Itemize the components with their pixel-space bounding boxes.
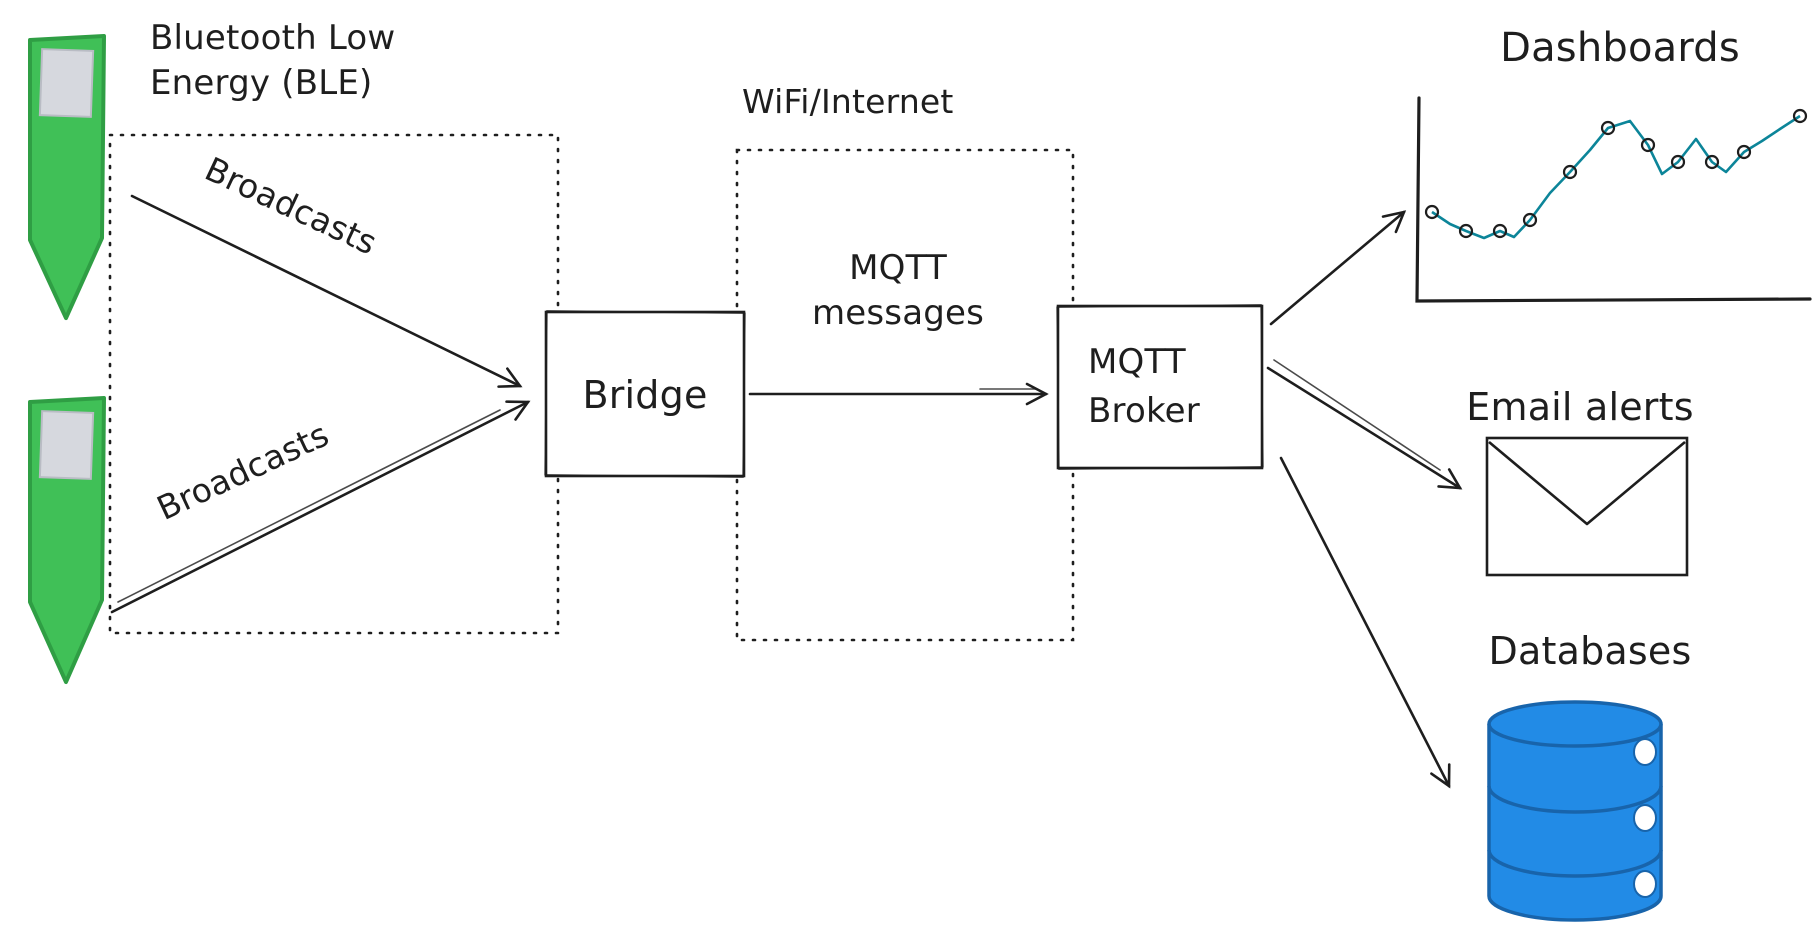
envelope-body: [1485, 436, 1689, 577]
dashboards-label: Dashboards: [1500, 25, 1740, 71]
broadcast-arrow-top: [130, 194, 523, 388]
bridge-node-label: Bridge: [582, 373, 708, 417]
database-dot: [1633, 870, 1657, 898]
chart-axes: [1415, 96, 1812, 303]
wifi-group-label: WiFi/Internet: [742, 82, 954, 121]
ble-group-label: Bluetooth Low Energy (BLE): [150, 18, 396, 103]
chart-point: [1424, 204, 1440, 220]
ble-sensor-icon-2: [28, 396, 106, 684]
chart-point: [1458, 223, 1474, 239]
broker-node-box: [1056, 304, 1264, 470]
sensor-tag-screen: [38, 410, 95, 480]
database-dot: [1633, 804, 1657, 832]
database-divider: [1487, 785, 1663, 814]
bridge-node: [544, 310, 746, 478]
chart-point: [1492, 223, 1508, 239]
broker-to-dashboards-arrow: [1269, 210, 1407, 326]
databases-label: Databases: [1488, 629, 1692, 673]
broadcast-arrow-bottom-echo: [117, 409, 501, 603]
envelope-flap: [1488, 441, 1686, 526]
sensor-tag-screen: [38, 48, 95, 118]
chart-point: [1736, 144, 1752, 160]
broker-node-label: MQTT Broker: [1088, 342, 1200, 432]
chart-data-line: [1431, 114, 1801, 240]
email-alerts-label: Email alerts: [1466, 385, 1694, 429]
chart-point: [1704, 154, 1720, 170]
broker-node-box-echo: [1056, 304, 1264, 470]
chart-point: [1522, 212, 1538, 228]
broker-to-email-arrow-echo: [1273, 359, 1441, 471]
chart-point: [1600, 120, 1616, 136]
database-dot: [1633, 738, 1657, 766]
broadcast-arrow-bottom: [110, 400, 531, 614]
chart-point: [1562, 164, 1578, 180]
broker-to-email-arrow: [1266, 366, 1463, 490]
chart-point: [1640, 137, 1656, 153]
database-top: [1487, 700, 1663, 748]
mqtt-edge-label: MQTT messages: [811, 248, 985, 333]
broker-to-databases-arrow: [1279, 456, 1451, 789]
bridge-node-box-echo: [544, 310, 746, 478]
chart-point: [1670, 154, 1686, 170]
dashboard-chart-icon: [1415, 96, 1812, 303]
database-cylinder-icon: [1487, 700, 1663, 922]
ble-sensor-icon-1: [28, 34, 106, 320]
database-divider: [1487, 849, 1663, 878]
broker-node: [1056, 304, 1264, 470]
chart-point: [1792, 108, 1808, 124]
email-envelope-icon: [1485, 436, 1689, 577]
